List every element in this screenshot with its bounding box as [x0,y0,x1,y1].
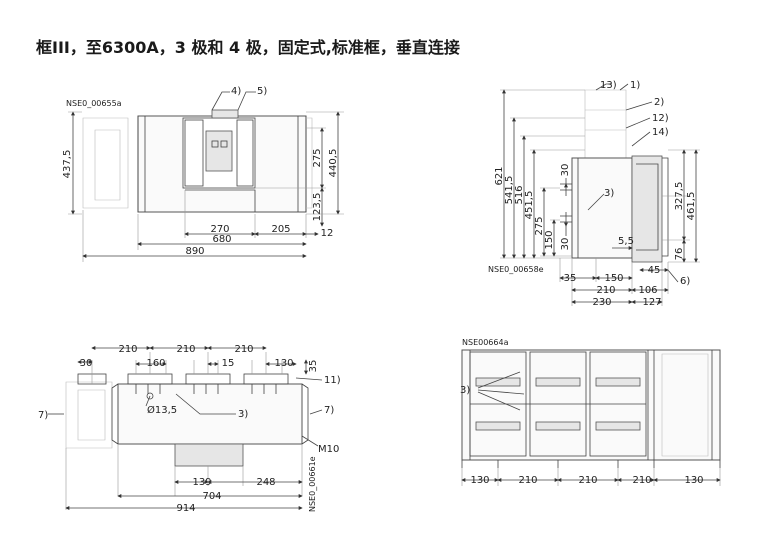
top-dim-15: 15 [222,358,235,369]
top-dim-210-a: 210 [118,344,137,355]
top-callout-7-right: 7) [324,405,334,416]
side-dim-230: 230 [592,297,611,308]
top-dim-35: 35 [308,360,319,373]
top-callout-11: 11) [324,375,341,386]
side-callout-13: 13) [600,80,617,91]
side-dim-4515: 451,5 [524,191,535,220]
rear-dim-130-left: 130 [470,475,489,486]
front-dim-4405: 440,5 [328,149,339,178]
front-dim-1235: 123,5 [312,193,323,222]
top-view: NSE0_00661e 210 210 210 30 160 15 130 35 [38,344,341,514]
side-dim-4615: 461,5 [686,192,697,221]
rear-dim-210-c: 210 [632,475,651,486]
side-dim-45: 45 [648,265,661,276]
rear-dim-210-a: 210 [518,475,537,486]
front-view: NSE0_00655a 4) 5) 437,5 275 440,5 123,5 [62,86,344,262]
top-dim-704: 704 [202,491,221,502]
side-dim-3275: 327,5 [674,182,685,211]
top-dim-248: 248 [256,477,275,488]
top-dim-30: 30 [80,358,93,369]
top-callout-m10: M10 [318,444,339,455]
side-view-code: NSE0_00658e [488,265,544,274]
side-dim-106: 106 [638,285,657,296]
front-callout-5: 5) [257,86,267,97]
rear-modules [469,351,647,457]
top-base [174,443,244,467]
side-dim-30-upper: 30 [560,164,571,177]
front-dim-height-4375: 437,5 [62,150,73,179]
top-callout-7-left: 7) [38,410,48,421]
rear-dim-130-right: 130 [684,475,703,486]
side-dim-30-lower: 30 [560,238,571,251]
top-dim-210-b: 210 [176,344,195,355]
front-view-code: NSE0_00655a [66,99,122,108]
front-dim-680: 680 [212,234,231,245]
rear-callout-3: 3) [460,385,470,396]
side-dim-275: 275 [534,216,545,235]
side-front-panel [631,155,663,263]
rear-view-code: NSE00664a [462,338,509,347]
front-dim-12: 12 [321,228,334,239]
side-dim-621: 621 [494,166,505,185]
top-dim-210-c: 210 [234,344,253,355]
front-callout-4: 4) [231,86,241,97]
rear-frame [461,349,721,461]
front-breaker-panel [205,130,233,172]
side-dim-5415: 541,5 [504,176,515,205]
side-dim-150-h: 150 [604,273,623,284]
front-dim-890: 890 [185,246,204,257]
top-dim-139: 139 [192,477,211,488]
side-dim-35: 35 [564,273,577,284]
top-view-code: NSE0_00661e [308,456,317,512]
top-dim-hole-diameter: Ø13,5 [147,404,177,416]
front-dim-275: 275 [312,148,323,167]
side-callout-14: 14) [652,127,669,138]
side-dim-210: 210 [596,285,615,296]
side-callout-2: 2) [654,97,664,108]
side-callout-12: 12) [652,113,669,124]
side-dim-76: 76 [674,248,685,261]
top-dim-914: 914 [176,503,195,514]
rear-view: NSE00664a 3) 130 210 210 [460,338,721,486]
top-dim-160: 160 [146,358,165,369]
side-callout-1: 1) [630,80,640,91]
side-dim-55: 5,5 [618,236,634,247]
top-callout-3: 3) [238,409,248,420]
front-dim-270: 270 [210,224,229,235]
side-callout-3: 3) [604,188,614,199]
side-dim-150: 150 [544,230,555,249]
side-callout-6: 6) [680,276,690,287]
front-dim-205: 205 [271,224,290,235]
side-dim-127: 127 [642,297,661,308]
side-dim-516: 516 [514,185,525,204]
side-view: NSE0_00658e 13) 1) 2) 12) 14) 3) 6) 621 … [488,80,700,308]
rear-dim-210-b: 210 [578,475,597,486]
top-dim-130: 130 [274,358,293,369]
page-title: 框III，至6300A，3 极和 4 极，固定式,标准框，垂直连接 [36,38,460,57]
